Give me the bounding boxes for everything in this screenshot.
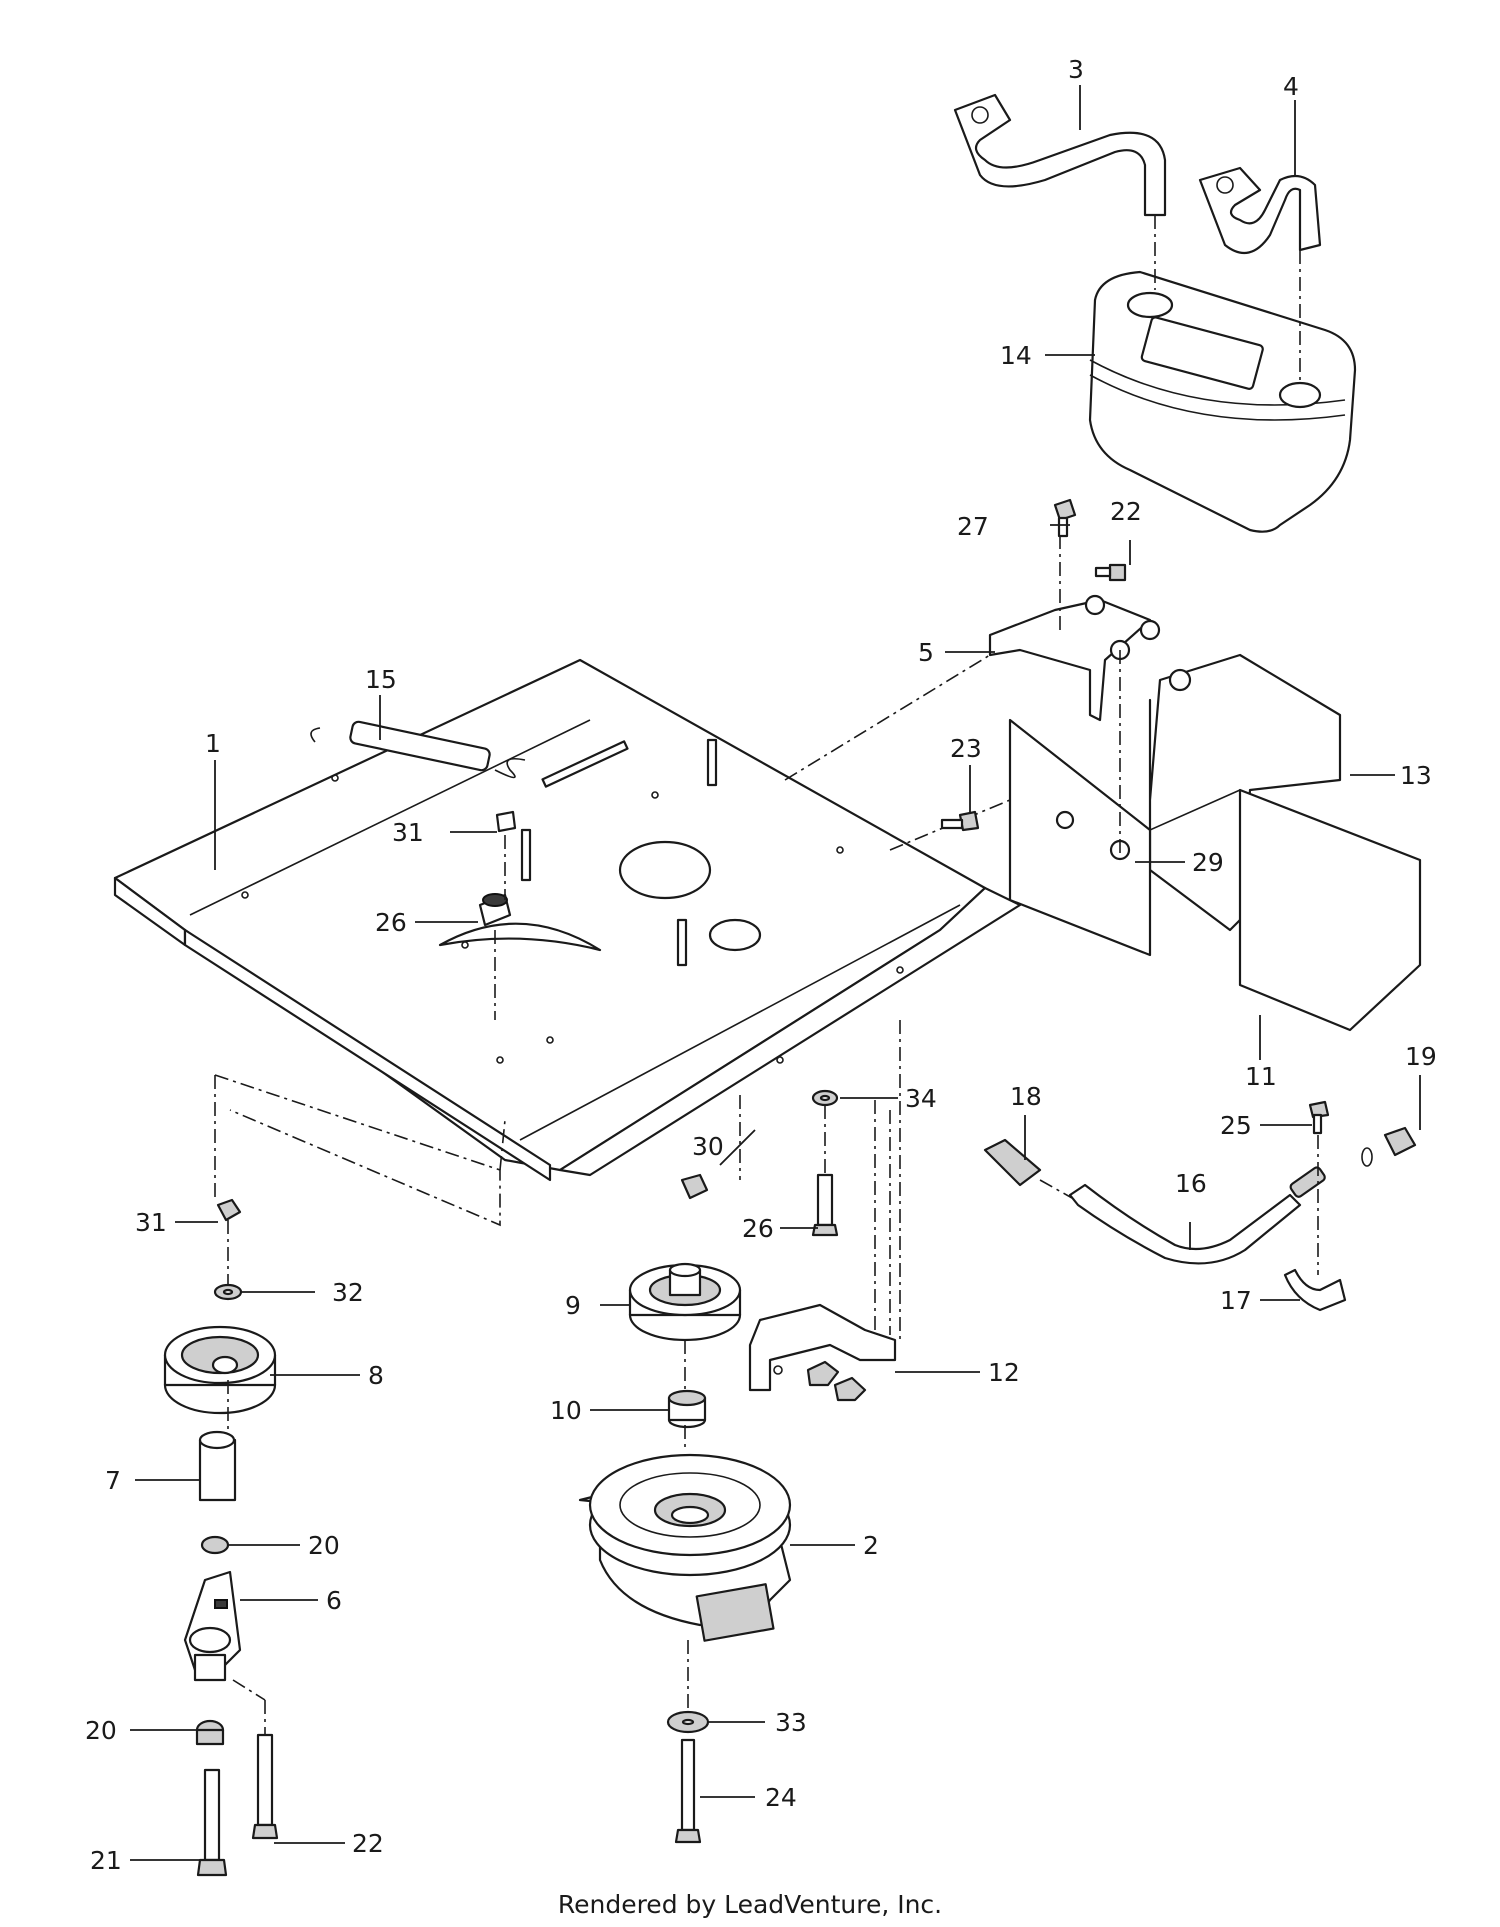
callout-24: 23	[950, 734, 982, 763]
nut-31-bottom	[216, 1198, 242, 1222]
bolt-24	[940, 810, 980, 832]
hose-fitting-18	[983, 1138, 1042, 1187]
bolt-23	[1094, 563, 1127, 582]
callout-8: 8	[368, 1361, 384, 1390]
bolt-26	[1308, 1100, 1330, 1135]
bolt-27	[811, 1173, 839, 1237]
callout-1: 1	[205, 729, 221, 758]
callout-14: 14	[1000, 341, 1032, 370]
callout-12: 12	[988, 1358, 1020, 1387]
callout-labels: 3 4 14 27 22 5 23 13 29 11 1 15 31 26 30…	[85, 55, 1437, 1875]
deck-plate	[113, 658, 1022, 1182]
tension-spring	[310, 720, 526, 779]
callout-31-bottom: 31	[135, 1208, 167, 1237]
clamp-17	[1283, 1268, 1347, 1312]
callout-9: 9	[565, 1291, 581, 1320]
fitting-19	[1361, 1126, 1417, 1167]
washer-34	[811, 1089, 839, 1107]
callout-3: 3	[1068, 55, 1084, 84]
leader-lines	[130, 85, 1421, 1861]
clutch-pulley-9	[628, 1262, 742, 1342]
callout-11: 11	[1245, 1062, 1277, 1091]
bolt-25	[674, 1738, 702, 1844]
callout-20-bottom: 20	[85, 1716, 117, 1745]
callout-29: 26	[375, 908, 407, 937]
callout-17: 17	[1220, 1286, 1252, 1315]
callout-10: 10	[550, 1396, 582, 1425]
callout-15: 15	[365, 665, 397, 694]
callout-6: 6	[326, 1586, 342, 1615]
callout-20-top: 20	[308, 1531, 340, 1560]
callout-13: 13	[1400, 761, 1432, 790]
callout-18: 18	[1010, 1082, 1042, 1111]
nut-30-bottom	[680, 1173, 709, 1200]
callout-30-bottom: 30	[692, 1132, 724, 1161]
clutch-bracket	[748, 1303, 897, 1402]
callout-31-top: 31	[392, 818, 424, 847]
callout-30-top: 29	[1192, 848, 1224, 877]
bushing-20-top	[200, 1535, 230, 1555]
callout-26: 25	[1220, 1111, 1252, 1140]
idler-arm-6	[183, 1570, 242, 1682]
callout-25: 24	[765, 1783, 797, 1812]
nut-31-top	[495, 810, 517, 833]
muffler	[1088, 270, 1357, 533]
heat-shield	[1008, 653, 1422, 1032]
callout-27: 26	[742, 1214, 774, 1243]
exhaust-pipe-4	[1198, 166, 1322, 255]
callout-21: 21	[90, 1846, 122, 1875]
callout-4: 4	[1283, 72, 1299, 101]
callout-23: 22	[1110, 497, 1142, 526]
callout-22: 22	[352, 1829, 384, 1858]
callout-32: 32	[332, 1278, 364, 1307]
washer-33	[666, 1710, 710, 1734]
callout-28: 27	[957, 512, 989, 541]
spacer-10	[667, 1389, 707, 1429]
bolt-21	[196, 1768, 228, 1877]
muffler-bracket	[988, 594, 1161, 722]
callout-34: 34	[905, 1084, 937, 1113]
nut-29	[478, 893, 512, 927]
electric-clutch-2	[578, 1453, 792, 1642]
bolt-28	[1053, 498, 1077, 538]
callout-2: 2	[863, 1531, 879, 1560]
callout-5: 5	[918, 638, 934, 667]
callout-19: 19	[1405, 1042, 1437, 1071]
idler-pulley-8	[163, 1325, 277, 1415]
bushing-20-bottom	[195, 1719, 225, 1746]
callout-33: 33	[775, 1708, 807, 1737]
callout-7: 7	[105, 1466, 121, 1495]
spacer-7	[198, 1430, 237, 1502]
bolt-22	[251, 1733, 279, 1840]
callout-16: 16	[1175, 1169, 1207, 1198]
exhaust-pipe-3	[953, 93, 1167, 217]
washer-32	[213, 1283, 243, 1301]
hose-16	[1068, 1166, 1326, 1265]
footer-credit: Rendered by LeadVenture, Inc.	[557, 1890, 943, 1919]
